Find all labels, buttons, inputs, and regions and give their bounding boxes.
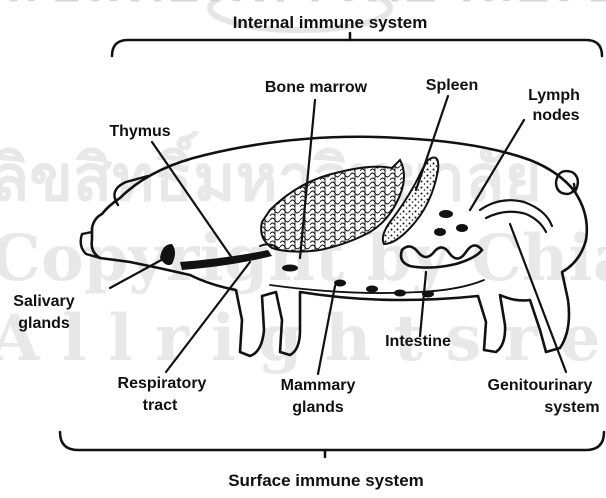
intestine-label: Intestine [385,333,451,350]
lymph-nodes-label-line1: Lymph [528,87,580,104]
internal-bracket [112,33,602,56]
respiratory-tract-label-line2: tract [143,397,178,414]
bone-marrow-label: Bone marrow [265,79,368,96]
surface-immune-system-label: Surface immune system [228,471,424,490]
thymus-label: Thymus [109,123,170,140]
surface-bracket [60,432,604,457]
mammary-glands-label-line1: Mammary [281,377,356,394]
genitourinary-system-label-line1: Genitourinary [488,377,593,394]
salivary-glands-label-line2: glands [18,315,70,332]
spleen-label: Spleen [426,77,478,94]
genitourinary-system-label-line2: system [544,399,599,416]
internal-immune-system-label: Internal immune system [233,13,428,32]
lymph-nodes-label-line2: nodes [532,107,579,124]
salivary-glands-label-line1: Salivary [13,293,74,310]
respiratory-tract-label-line1: Respiratory [118,375,207,392]
mammary-glands-label-line2: glands [292,399,344,416]
